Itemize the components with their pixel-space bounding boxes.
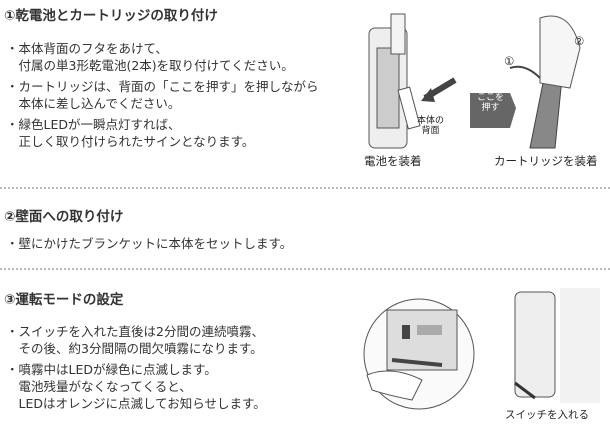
section-title: ①乾電池とカートリッジの取り付け bbox=[4, 8, 218, 24]
switch-caption: スイッチを入れる bbox=[505, 409, 589, 421]
step-1-label: ① bbox=[504, 54, 515, 68]
section-title: ③運転モードの設定 bbox=[4, 292, 124, 308]
switch-closeup-illustration bbox=[363, 298, 475, 410]
cartridge-caption: カートリッジを装着 bbox=[494, 154, 598, 168]
device-switch-illustration bbox=[514, 288, 600, 403]
bullet: ・スイッチを入れた直後は2分間の連続噴霧、 その後、約3分間隔の間欠噴霧になりま… bbox=[6, 324, 264, 356]
bullet: ・カートリッジは、背面の「ここを押す」を押しながら 本体に差し込んでください。 bbox=[6, 79, 319, 111]
push-label: ここを 押す bbox=[477, 93, 505, 113]
bullet: ・本体背面のフタをあけて、 付属の単3形乾電池(2本)を取り付けてください。 bbox=[6, 41, 294, 73]
cartridge-illustration bbox=[470, 15, 581, 149]
battery-illustration bbox=[368, 13, 457, 149]
divider bbox=[0, 268, 610, 270]
back-label: 本体の 背面 bbox=[417, 116, 445, 136]
bullet: ・噴霧中はLEDが緑色に点滅します。 電池残量がなくなってくると、 LEDはオレ… bbox=[6, 362, 266, 411]
divider bbox=[0, 187, 610, 189]
battery-caption: 電池を装着 bbox=[364, 154, 422, 168]
bullet: ・緑色LEDが一瞬点灯すれば、 正しく取り付けられたサインとなります。 bbox=[6, 117, 255, 149]
bullet: ・壁にかけたブランケットに本体をセットします。 bbox=[6, 236, 293, 251]
section-title: ②壁面への取り付け bbox=[4, 209, 124, 225]
step-2-label: ② bbox=[574, 34, 585, 48]
